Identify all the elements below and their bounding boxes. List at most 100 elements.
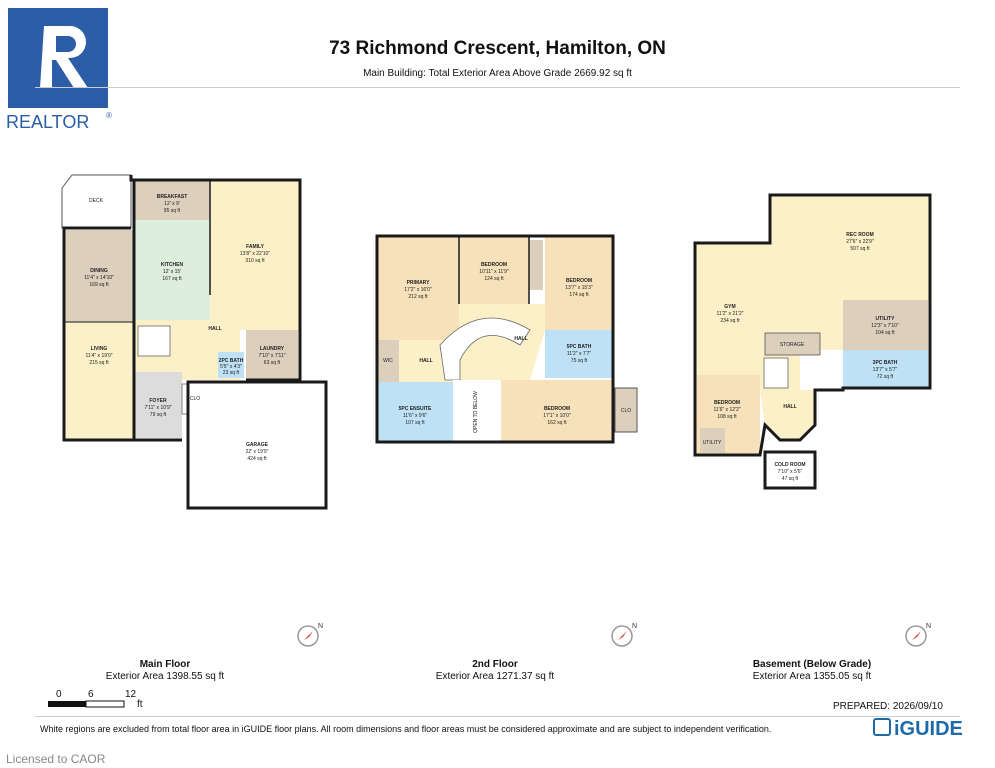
svg-text:DECK: DECK (89, 198, 104, 204)
svg-text:5PC ENSUITE: 5PC ENSUITE (399, 406, 432, 412)
svg-text:13'7" x 15'3": 13'7" x 15'3" (565, 285, 593, 291)
curved-stairs (439, 317, 531, 381)
floor-name-second: 2nd Floor (472, 659, 518, 670)
svg-text:63 sq ft: 63 sq ft (264, 360, 281, 366)
svg-text:5PC BATH: 5PC BATH (567, 344, 592, 350)
svg-text:310 sq ft: 310 sq ft (245, 258, 265, 264)
floor-name-main: Main Floor (139, 659, 191, 670)
svg-text:17'2" x 16'0": 17'2" x 16'0" (404, 287, 432, 293)
svg-text:FAMILY: FAMILY (246, 244, 265, 250)
svg-text:2PC BATH: 2PC BATH (219, 358, 244, 364)
breakfast-room (135, 180, 210, 220)
svg-text:BEDROOM: BEDROOM (566, 278, 592, 284)
utility-small-room (700, 428, 725, 453)
svg-text:11'6" x 12'2": 11'6" x 12'2" (713, 407, 740, 413)
laundry-room (246, 330, 298, 380)
svg-text:GYM: GYM (724, 304, 735, 310)
footnote: White regions are excluded from total fl… (40, 724, 772, 734)
svg-text:CLO: CLO (190, 396, 200, 402)
prepared-date: PREPARED: 2026/09/10 (833, 701, 943, 712)
svg-text:215 sq ft: 215 sq ft (89, 360, 109, 366)
svg-text:162 sq ft: 162 sq ft (547, 420, 567, 426)
floor-area-second: Exterior Area 1271.37 sq ft (435, 671, 555, 682)
svg-text:BEDROOM: BEDROOM (544, 406, 570, 412)
stairs (137, 325, 171, 357)
svg-text:7'10" x 5'6": 7'10" x 5'6" (778, 469, 803, 475)
svg-text:27'6" x 22'9": 27'6" x 22'9" (846, 239, 874, 245)
svg-text:BEDROOM: BEDROOM (714, 400, 740, 406)
scale-tick: 0 (56, 689, 62, 700)
svg-text:WIC: WIC (383, 358, 393, 364)
svg-text:FOYER: FOYER (149, 398, 167, 404)
svg-text:UTILITY: UTILITY (876, 316, 896, 322)
svg-text:11'4" x 19'0": 11'4" x 19'0" (85, 353, 112, 359)
2pc-bath-room (218, 352, 244, 378)
svg-text:507 sq ft: 507 sq ft (850, 246, 870, 252)
iguide-logo: iGUIDE (873, 718, 963, 741)
cold-room (763, 450, 817, 490)
page-title: 73 Richmond Crescent, Hamilton, ON (329, 38, 666, 59)
bedroom-3-room (545, 236, 613, 330)
svg-text:11'4" x 14'10": 11'4" x 14'10" (84, 275, 114, 281)
svg-text:169 sq ft: 169 sq ft (89, 282, 109, 288)
svg-text:7'11" x 10'9": 7'11" x 10'9" (144, 405, 171, 411)
3pc-bath-room (843, 350, 928, 388)
family-room (210, 180, 300, 330)
svg-text:HALL: HALL (419, 358, 432, 364)
compass-icon: N (611, 623, 637, 647)
svg-text:HALL: HALL (783, 404, 796, 410)
utility-room (843, 300, 928, 350)
svg-text:10'11" x 11'9": 10'11" x 11'9" (479, 269, 509, 275)
svg-text:75 sq ft: 75 sq ft (571, 358, 588, 364)
compass-icon: N (297, 623, 323, 647)
svg-text:GARAGE: GARAGE (246, 442, 269, 448)
svg-text:OPEN TO BELOW: OPEN TO BELOW (473, 391, 479, 433)
dining-room (64, 230, 134, 322)
svg-text:UTILITY: UTILITY (703, 440, 722, 446)
scale-unit: ft (137, 699, 143, 710)
svg-text:CLO: CLO (621, 408, 631, 414)
stairs (763, 357, 789, 389)
realtor-logo: REALTOR ® (6, 6, 118, 134)
svg-text:22' x 19'9": 22' x 19'9" (246, 449, 269, 455)
svg-text:13'7" x 5'7": 13'7" x 5'7" (873, 367, 898, 373)
svg-text:174 sq ft: 174 sq ft (569, 292, 589, 298)
svg-text:47 sq ft: 47 sq ft (782, 476, 799, 482)
svg-text:234 sq ft: 234 sq ft (720, 318, 740, 324)
compass-icon: N (905, 623, 931, 647)
scale-bar (48, 700, 125, 708)
svg-text:11'6" x 9'6": 11'6" x 9'6" (403, 413, 427, 419)
bedroom-4-room (501, 380, 613, 442)
svg-text:DINING: DINING (90, 268, 108, 274)
hall-area (760, 390, 815, 440)
living-room (64, 322, 134, 440)
storage-room (764, 332, 821, 356)
wic-room (377, 340, 399, 382)
svg-text:12' x 9': 12' x 9' (164, 201, 180, 207)
svg-text:424 sq ft: 424 sq ft (247, 456, 267, 462)
bedroom-2-room (459, 236, 529, 304)
svg-text:N: N (318, 623, 323, 630)
svg-text:LAUNDRY: LAUNDRY (260, 346, 285, 352)
svg-text:LIVING: LIVING (91, 346, 108, 352)
svg-text:5'5" x 4'3": 5'5" x 4'3" (220, 364, 242, 370)
iguide-logo-text: iGUIDE (894, 718, 963, 740)
open-to-below (453, 380, 501, 442)
svg-text:108 sq ft: 108 sq ft (717, 414, 737, 420)
divider (35, 87, 960, 88)
closet (529, 240, 543, 290)
svg-text:212 sq ft: 212 sq ft (408, 294, 428, 300)
svg-text:STORAGE: STORAGE (780, 342, 805, 348)
floor-area-basement: Exterior Area 1355.05 sq ft (752, 671, 872, 682)
floor-name-basement: Basement (Below Grade) (752, 659, 872, 670)
svg-text:KITCHEN: KITCHEN (161, 262, 184, 268)
svg-text:72 sq ft: 72 sq ft (877, 374, 894, 380)
svg-text:13'8" x 22'10": 13'8" x 22'10" (240, 251, 270, 257)
svg-text:3PC BATH: 3PC BATH (873, 360, 898, 366)
svg-text:104 sq ft: 104 sq ft (875, 330, 895, 336)
kitchen-room (135, 220, 210, 320)
license-text: Licensed to CAOR (6, 752, 106, 766)
svg-text:REC ROOM: REC ROOM (846, 232, 874, 238)
